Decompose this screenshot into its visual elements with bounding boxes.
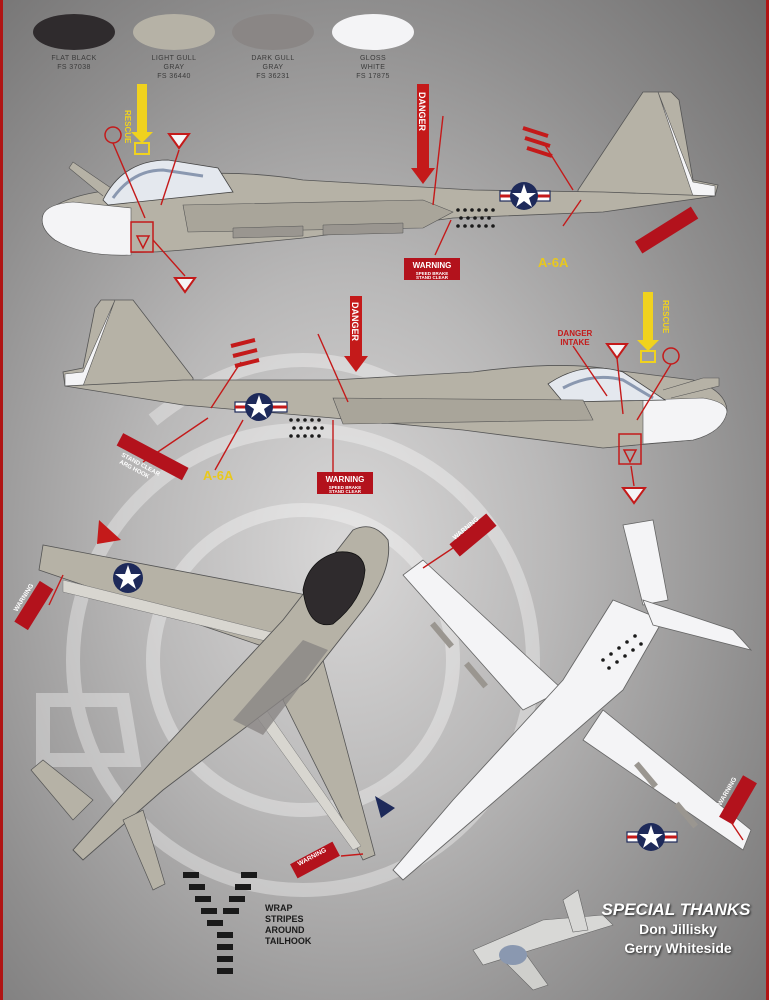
side-profile-right bbox=[62, 292, 728, 505]
rescue-label-2: RESCUE bbox=[661, 300, 670, 334]
swatch-label-dark-gull-gray: DARK GULL GRAY FS 36231 bbox=[251, 55, 295, 80]
swatch-dark-gull-gray bbox=[232, 14, 314, 50]
swatch-gloss-white bbox=[332, 14, 414, 50]
warning-label-1: WARNING bbox=[413, 261, 452, 270]
rescue-label-1: RESCUE bbox=[123, 110, 132, 144]
rescue-arrow-icon bbox=[131, 84, 153, 155]
swatch-label-gloss-white: GLOSS WHITE FS 17875 bbox=[356, 55, 390, 80]
speed-brake-label-2a: SPEED BRAKE bbox=[329, 485, 362, 490]
danger-arrow-icon bbox=[344, 296, 368, 372]
side-profile-left bbox=[41, 84, 719, 294]
speed-brake-label-2b: STAND CLEAR bbox=[329, 489, 362, 494]
danger-intake-label-2: INTAKE bbox=[560, 338, 590, 347]
aircraft-type-label-1: A-6A bbox=[538, 255, 569, 270]
danger-arrow-icon bbox=[411, 84, 435, 184]
speed-brake-dots bbox=[456, 208, 495, 228]
danger-label-1: DANGER bbox=[417, 92, 427, 132]
aircraft-artwork: RESCUE DANGER WARNING SPEED BRAKE STAND … bbox=[13, 84, 757, 991]
national-insignia-icon bbox=[113, 563, 143, 593]
swatch-light-gull-gray bbox=[133, 14, 215, 50]
swatch-flat-black bbox=[33, 14, 115, 50]
swatch-label-light-gull-gray: LIGHT GULL GRAY FS 36440 bbox=[151, 55, 197, 80]
aircraft-photo bbox=[472, 889, 614, 991]
rescue-arrow-icon bbox=[637, 292, 659, 363]
wrap-stripes-caption: WRAP STRIPES AROUND TAILHOOK bbox=[265, 903, 312, 946]
credit-name: Gerry Whiteside bbox=[624, 940, 732, 956]
special-thanks-title: SPECIAL THANKS bbox=[601, 900, 751, 919]
national-insignia-icon bbox=[499, 182, 551, 210]
national-insignia-icon bbox=[626, 823, 678, 851]
aircraft-type-label-2: A-6A bbox=[203, 468, 234, 483]
national-insignia-icon bbox=[234, 393, 288, 421]
danger-intake-label-1: DANGER bbox=[558, 329, 593, 338]
top-view bbox=[14, 520, 395, 891]
tailhook-stripes bbox=[183, 872, 257, 974]
danger-label-2: DANGER bbox=[350, 302, 360, 342]
warning-label-2: WARNING bbox=[326, 475, 365, 484]
credit-name: Don Jillisky bbox=[639, 921, 717, 937]
swatch-label-flat-black: FLAT BLACK FS 37038 bbox=[51, 55, 97, 71]
tail-chevron-markings bbox=[522, 126, 553, 158]
bottom-view bbox=[392, 513, 757, 881]
speed-brake-label-1b: STAND CLEAR bbox=[416, 275, 449, 280]
speed-brake-label-1a: SPEED BRAKE bbox=[416, 271, 449, 276]
